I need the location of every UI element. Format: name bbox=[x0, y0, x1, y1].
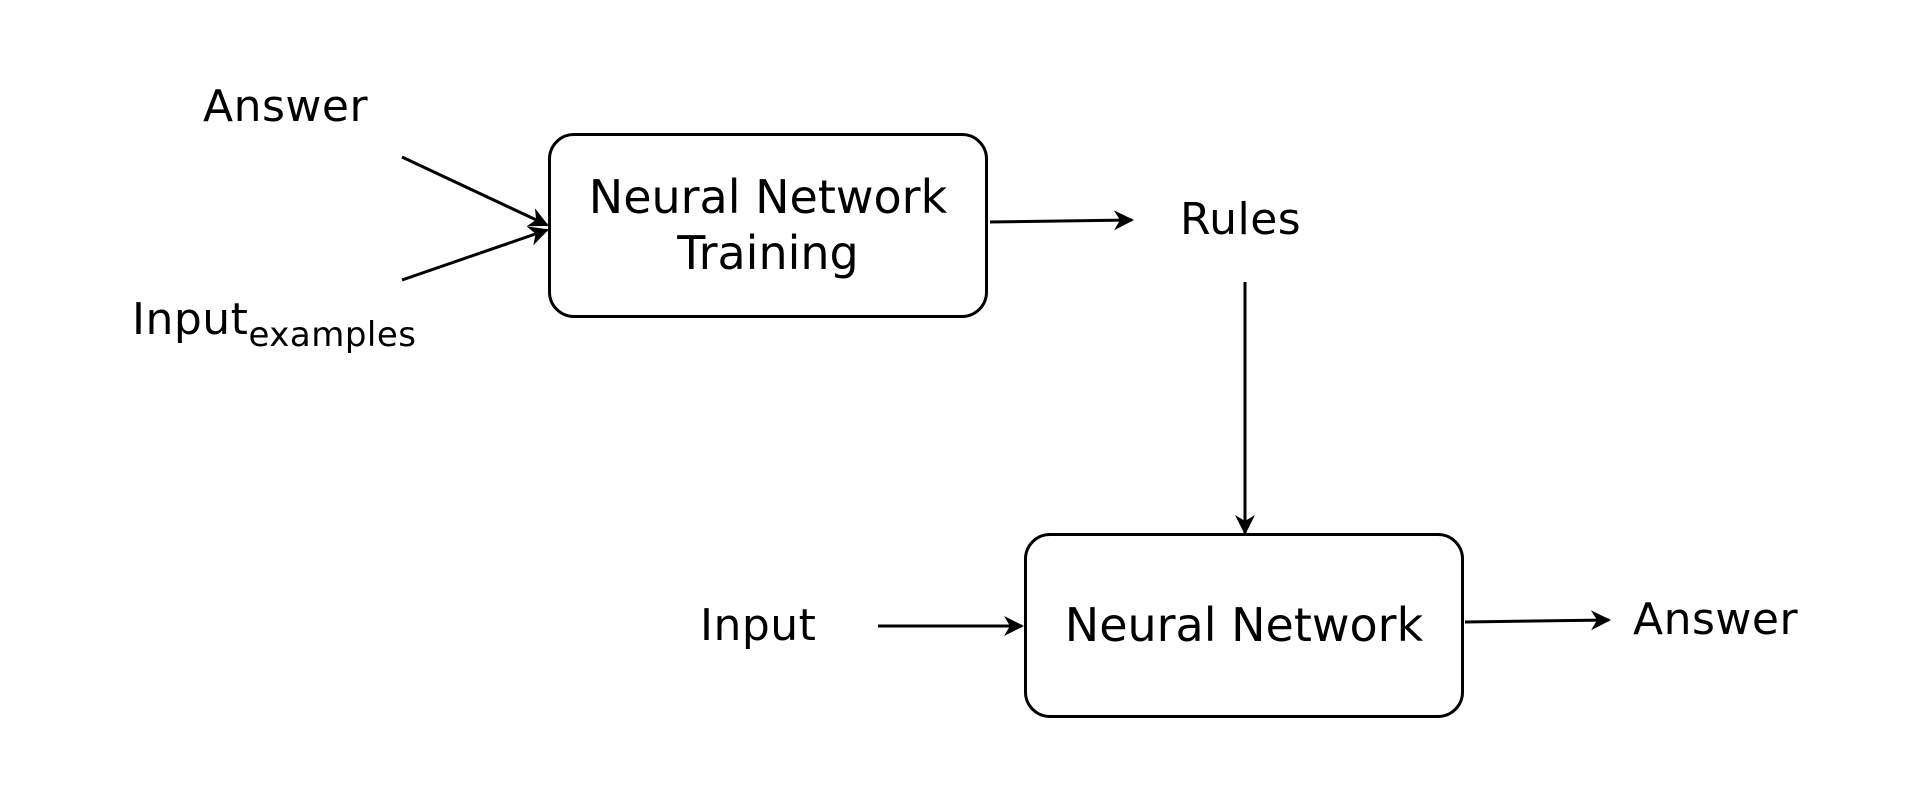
network-box-text: Neural Network bbox=[1065, 598, 1423, 653]
training-box-line2: Training bbox=[677, 225, 859, 280]
arrow-input-examples-to-training bbox=[401, 226, 549, 282]
answer-input-label-text: Answer bbox=[203, 81, 369, 132]
arrow-training-to-rules bbox=[989, 210, 1134, 231]
answer-input-label: Answer bbox=[203, 85, 368, 129]
answer-output-label-text: Answer bbox=[1633, 594, 1799, 645]
arrow-answer-to-training bbox=[401, 155, 549, 227]
input-examples-sub-text: examples bbox=[248, 315, 417, 355]
input-examples-label: Inputexamples bbox=[132, 298, 417, 353]
input-label-text: Input bbox=[700, 600, 817, 651]
arrow-network-to-answer bbox=[1464, 610, 1611, 631]
rules-label-text: Rules bbox=[1180, 194, 1302, 245]
network-box: Neural Network bbox=[1024, 533, 1464, 718]
training-box: Neural Network Training bbox=[548, 133, 988, 318]
input-examples-main-text: Input bbox=[132, 294, 249, 345]
training-box-line1: Neural Network bbox=[588, 170, 948, 225]
input-label: Input bbox=[700, 604, 816, 648]
rules-label: Rules bbox=[1180, 198, 1301, 242]
training-box-text: Neural Network Training bbox=[589, 170, 947, 280]
network-box-line1: Neural Network bbox=[1064, 597, 1424, 652]
answer-output-label: Answer bbox=[1633, 598, 1798, 642]
